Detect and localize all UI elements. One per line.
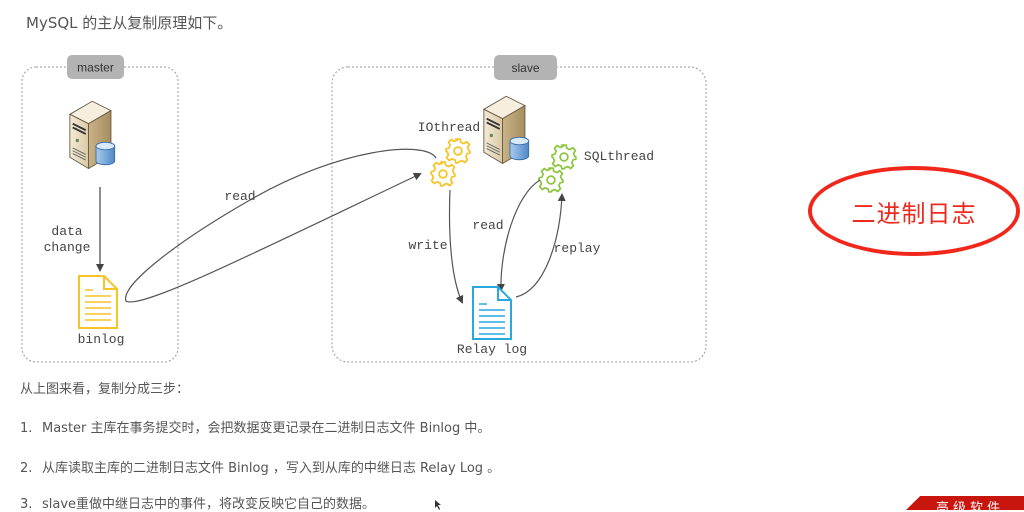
read-label-cross: read: [224, 189, 255, 204]
step-text: slave重做中继日志中的事件，将改变反映它自己的数据。: [42, 497, 376, 512]
step-item: 2. 从库读取主库的二进制日志文件 Binlog ，写入到从库的中继日志 Rela…: [20, 457, 500, 476]
data-change-label-2: change: [44, 240, 91, 255]
sql-thread-label: SQLthread: [584, 149, 654, 164]
step-item: 1. Master 主库在事务提交时，会把数据变更记录在二进制日志文件 Binlo…: [20, 417, 490, 436]
step-number: 1.: [20, 421, 33, 436]
io-gear-icon-2: [430, 161, 456, 187]
sql-gear-icon-2: [538, 167, 564, 193]
relay-log-label: Relay log: [457, 342, 527, 357]
io-thread-label: IOthread: [418, 120, 480, 135]
write-arrow: [448, 189, 464, 304]
read-loop-arrow: [125, 148, 437, 303]
binary-log-annotation-text: 二进制日志: [851, 199, 977, 228]
data-change-label-1: data: [51, 224, 82, 239]
step-number: 2.: [20, 461, 33, 476]
relay-log-file-icon: [472, 286, 512, 340]
step-number: 3.: [20, 497, 33, 512]
io-gear-icon-1: [445, 138, 471, 164]
slave-server-icon: [482, 95, 530, 164]
binlog-label: binlog: [78, 332, 125, 347]
master-tag-label: master: [77, 61, 114, 75]
write-label: write: [408, 238, 447, 253]
replication-diagram: master slave data change binlog read IOt…: [21, 55, 707, 363]
step-text: Master 主库在事务提交时，会把数据变更记录在二进制日志文件 Binlog …: [42, 421, 491, 436]
step-text: 从库读取主库的二进制日志文件 Binlog ，写入到从库的中继日志 Relay …: [42, 461, 501, 476]
master-tag: [67, 55, 124, 79]
replay-arrow: [515, 193, 566, 298]
mouse-cursor-icon: [435, 500, 441, 510]
relay-read-arrow: [496, 179, 541, 292]
slave-box: [331, 66, 707, 363]
master-server-icon: [68, 100, 116, 169]
intro-text: MySQL 的主从复制原理如下。: [26, 14, 233, 32]
sql-gear-icon-1: [551, 144, 577, 170]
slave-tag-label: slave: [511, 61, 539, 75]
step-item: 3. slave重做中继日志中的事件，将改变反映它自己的数据。: [20, 493, 375, 512]
brand-banner: 高级软件: [906, 496, 1024, 510]
slave-tag: [494, 55, 557, 80]
binlog-file-icon: [78, 275, 118, 329]
brand-text: 高级软件: [936, 501, 1005, 510]
read-label-relay: read: [472, 218, 503, 233]
steps-title: 从上图来看，复制分成三步：: [20, 382, 190, 397]
replay-label: replay: [554, 241, 601, 256]
binary-log-annotation: 二进制日志: [808, 166, 1020, 256]
